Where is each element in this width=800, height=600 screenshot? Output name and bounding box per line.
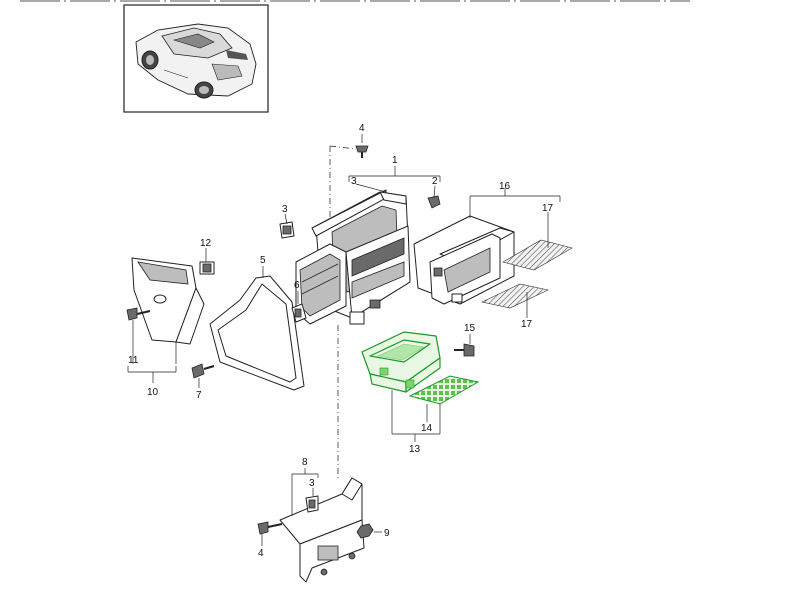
callout-7: 7 xyxy=(196,390,202,401)
storage-box-part-16 xyxy=(413,215,515,305)
screw-part-11 xyxy=(126,307,151,321)
callout-10: 10 xyxy=(147,387,159,398)
callout-1: 1 xyxy=(392,155,398,166)
mount-frame-part-1 xyxy=(295,189,411,325)
callout-16: 16 xyxy=(499,181,511,192)
side-panel-part-10 xyxy=(131,257,205,345)
callout-13: 13 xyxy=(409,444,421,455)
callout-14: 14 xyxy=(421,423,433,434)
callout-2: 2 xyxy=(432,176,438,187)
callout-4-top: 4 xyxy=(359,123,365,134)
callout-12: 12 xyxy=(200,238,212,249)
callout-8: 8 xyxy=(302,457,308,468)
nut-part-12 xyxy=(199,261,215,275)
callout-17-lower: 17 xyxy=(521,319,533,330)
callout-3-top: 3 xyxy=(351,176,357,187)
pad-part-17-upper xyxy=(502,239,573,271)
clip-part-3-left xyxy=(279,221,295,239)
callout-3-left: 3 xyxy=(282,204,288,215)
clip-part-3-lower xyxy=(305,495,319,513)
callout-17-upper: 17 xyxy=(542,203,554,214)
clip-part-6 xyxy=(291,303,307,323)
bracket-part-8 xyxy=(279,477,365,583)
callout-5: 5 xyxy=(260,255,266,266)
screw-part-4-top xyxy=(329,134,369,158)
callout-3-lower: 3 xyxy=(309,478,315,489)
leader-lines xyxy=(127,166,561,546)
screw-part-4-bottom xyxy=(257,521,283,535)
callout-15: 15 xyxy=(464,323,476,334)
screw-part-7 xyxy=(191,363,215,379)
grid-mat-part-14 xyxy=(408,375,480,405)
screw-part-15 xyxy=(454,343,475,357)
callout-6: 6 xyxy=(294,280,300,291)
callout-9: 9 xyxy=(384,528,390,539)
clip-part-2 xyxy=(427,195,441,209)
nut-part-9 xyxy=(356,523,374,539)
callout-4-bottom: 4 xyxy=(258,548,264,559)
tray-part-13-highlighted xyxy=(361,331,441,393)
cover-panel-part-5 xyxy=(209,275,305,391)
car-thumbnail xyxy=(123,4,269,113)
car-thumbnail-icon xyxy=(135,23,257,99)
callout-11: 11 xyxy=(128,355,139,366)
pad-part-17-lower xyxy=(481,283,549,309)
callout-labels: 1 2 3 3 3 4 4 5 6 7 8 9 10 11 12 13 14 1… xyxy=(128,123,554,559)
